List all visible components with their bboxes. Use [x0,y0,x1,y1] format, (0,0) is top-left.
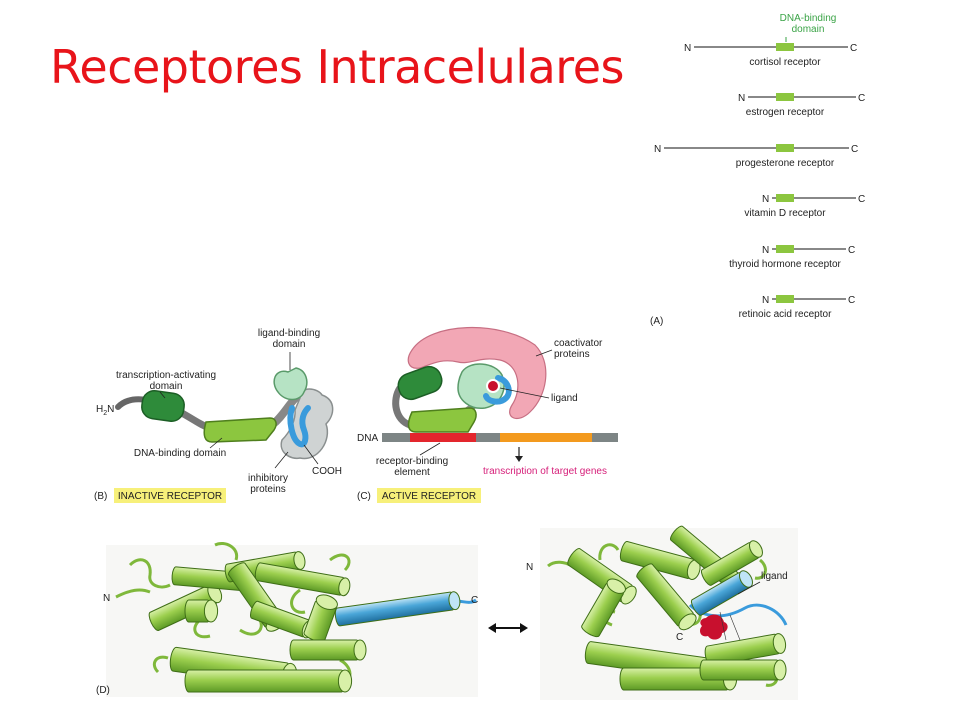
panel-a-label: (A) [650,316,663,327]
receptor-name: cortisol receptor [749,57,821,68]
panel-c-label: (C) [357,491,371,502]
c-label-right: C [676,632,683,643]
dna-binding-domain-box [776,93,794,101]
dna-binding-domain-box [776,144,794,152]
transcription-label: transcription of target genes [483,466,607,477]
inhibitory-pointer [275,452,288,468]
n-terminus-label: N [684,43,691,54]
n-label-left: N [103,593,110,604]
helix-cylinder [185,600,218,622]
transcription-arrowhead [515,456,523,462]
n-terminus-label: N [738,93,745,104]
ligand-label-c: ligand [551,393,578,404]
panel-b-label: (B) [94,491,107,502]
dna-binding-domain-box [776,43,794,51]
ligand-label-d: ligand [761,571,788,582]
c-terminus-label: C [850,43,857,54]
transcription-activating-domain-active [395,363,445,402]
n-terminus-label: N [654,144,661,155]
helix-cylinder [185,670,352,692]
receptor-name: estrogen receptor [746,107,825,118]
panel-d: N C N C ligand [96,524,798,700]
c-label-left: C [471,595,478,606]
dna-binding-domain-box [776,194,794,202]
dna-binding-domain-active [409,408,477,432]
active-receptor-badge: ACTIVE RECEPTOR [382,491,476,502]
dna-label: DNA [357,433,378,444]
c-terminus-label: C [848,295,855,306]
receptor-name: retinoic acid receptor [739,309,832,320]
dna-binding-domain-label: DNA-binding domain [134,448,226,459]
dna-binding-domain [204,418,276,442]
cooh-label: COOH [312,466,342,477]
c-terminus-label: C [858,93,865,104]
n-label-right: N [526,562,533,573]
h2n-label: H2N [96,404,114,417]
receptor-binding-element [410,433,476,442]
arrowhead-right [520,623,528,633]
dna-binding-domain-box [776,295,794,303]
element-pointer [420,443,440,455]
transcription-activating-domain [140,389,185,423]
c-terminus-label: C [851,144,858,155]
n-terminus-label: N [762,245,769,256]
arrowhead-left [488,623,496,633]
inactive-receptor-badge: INACTIVE RECEPTOR [118,491,222,502]
c-terminus-label: C [858,194,865,205]
ligand-binding-domain [274,368,307,400]
n-terminus-label: N [762,194,769,205]
panel-d-label: (D) [96,685,110,696]
c-terminus-label: C [848,245,855,256]
dna-binding-domain-box [776,245,794,253]
receptor-name: progesterone receptor [736,158,835,169]
n-terminus-label: N [762,295,769,306]
receptor-name: thyroid hormone receptor [729,259,841,270]
helix-cylinder [700,660,786,680]
transcribed-region [500,433,592,442]
ligand-molecule [487,380,499,392]
receptor-name: vitamin D receptor [744,208,826,219]
helix-cylinder [290,640,366,660]
